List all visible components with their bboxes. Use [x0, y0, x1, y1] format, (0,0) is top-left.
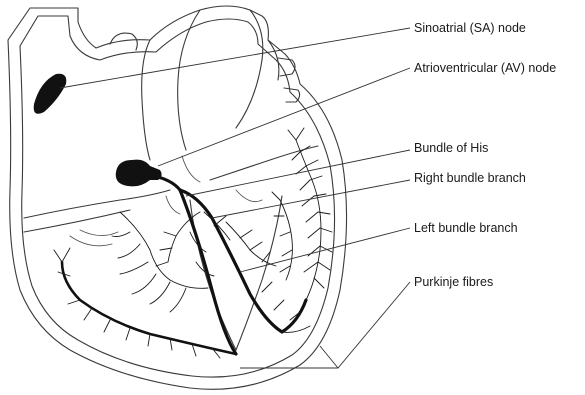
- sa-node: [34, 74, 67, 114]
- label-bundle-of-his: Bundle of His: [414, 141, 488, 155]
- av-node: [116, 160, 162, 187]
- label-purkinje-fibres: Purkinje fibres: [414, 275, 493, 289]
- leader-lines: [60, 28, 410, 368]
- label-sa-node: Sinoatrial (SA) node: [414, 21, 526, 35]
- bundle-system: [154, 176, 306, 354]
- label-av-node: Atrioventricular (AV) node: [414, 61, 556, 75]
- label-right-bundle-branch: Right bundle branch: [414, 171, 526, 185]
- purkinje-fibres-left: [54, 212, 276, 358]
- label-left-bundle-branch: Left bundle branch: [414, 221, 518, 235]
